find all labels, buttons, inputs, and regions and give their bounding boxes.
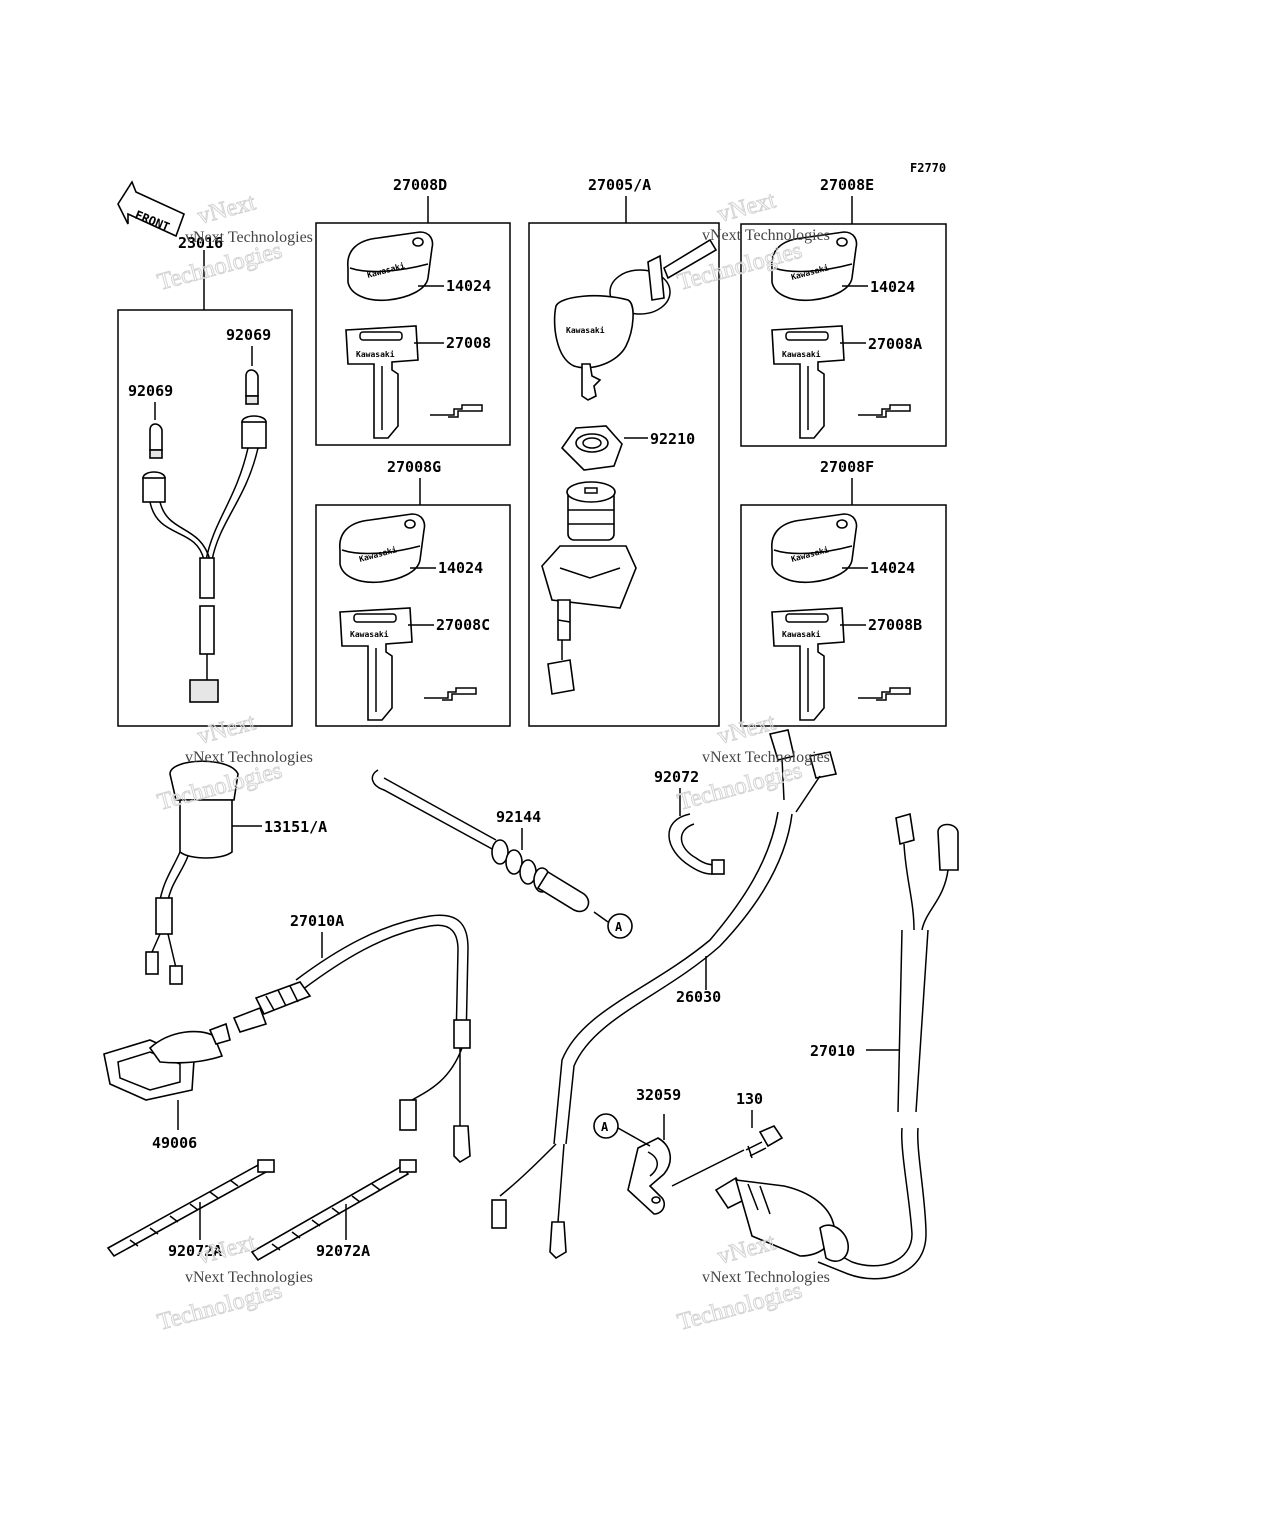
label-23016: 23016: [178, 234, 223, 252]
key-code-symbol-icon: [429, 404, 483, 418]
key-blade-icon: [345, 325, 419, 439]
reference-a-marker: [593, 1113, 619, 1139]
label-27010: 27010: [810, 1042, 855, 1060]
label-92144: 92144: [496, 808, 541, 826]
key-code-symbol-icon: [423, 687, 477, 701]
svg-text:vNext Technologies: vNext Technologies: [185, 1269, 313, 1286]
svg-text:vNext Technologies: vNext Technologies: [702, 227, 830, 244]
label-27008A: 27008A: [868, 335, 922, 353]
label-32059: 32059: [636, 1086, 681, 1104]
svg-text:vNext: vNext: [715, 709, 779, 749]
svg-text:vNext: vNext: [195, 189, 259, 229]
brand-mark: Kawasaki: [356, 349, 395, 359]
group-box-27008F: [740, 504, 947, 727]
label-130: 130: [736, 1090, 763, 1108]
label-27008G: 27008G: [387, 458, 441, 476]
label-27008: 27008: [446, 334, 491, 352]
group-box-23016: [117, 309, 293, 727]
label-13151A: 13151/A: [264, 818, 327, 836]
switch-boot-icon: [103, 1022, 231, 1101]
label-14024-d: 14024: [446, 277, 491, 295]
nut-icon: [560, 425, 623, 471]
label-14024-g: 14024: [438, 559, 483, 577]
svg-text:vNext Technologies: vNext Technologies: [185, 749, 313, 766]
ignition-switch-icon: [541, 481, 637, 695]
key-blade-icon: [771, 325, 845, 439]
label-92072A-1: 92072A: [168, 1242, 222, 1260]
front-arrow-icon: FRONT: [117, 180, 186, 238]
bracket-icon: [627, 1137, 671, 1215]
svg-text:Technologies: Technologies: [155, 1278, 285, 1336]
label-27010A: 27010A: [290, 912, 344, 930]
reference-a-label: A: [615, 920, 623, 934]
reference-a-label: A: [601, 1120, 609, 1134]
figure-code: F2770: [910, 161, 946, 175]
key-code-symbol-icon: [857, 687, 911, 701]
label-92069-b: 92069: [128, 382, 173, 400]
wire-harness-icon: [491, 729, 837, 1260]
label-92210: 92210: [650, 430, 695, 448]
switch-lead-icon: [232, 914, 471, 1164]
label-27005A: 27005/A: [588, 176, 651, 194]
cable-tie-icon: [250, 1159, 417, 1262]
watermark: vNext Technologies vNext Technologies vN…: [154, 187, 830, 1336]
label-14024-f: 14024: [870, 559, 915, 577]
key-code-symbol-icon: [857, 404, 911, 418]
bolt-icon: [745, 1125, 784, 1159]
group-box-27005A: [528, 222, 720, 727]
label-49006: 49006: [152, 1134, 197, 1152]
svg-text:vNext Technologies: vNext Technologies: [185, 229, 313, 246]
svg-text:vNext: vNext: [195, 1229, 259, 1269]
label-92072: 92072: [654, 768, 699, 786]
label-92072A-2: 92072A: [316, 1242, 370, 1260]
switch-lead-icon: [817, 812, 959, 1280]
label-27008D: 27008D: [393, 176, 447, 194]
label-27008F: 27008F: [820, 458, 874, 476]
brand-mark: Kawasaki: [782, 629, 821, 639]
label-14024-e: 14024: [870, 278, 915, 296]
ignition-key-icon: Kawasaki: [553, 238, 718, 401]
key-blade-icon: [339, 607, 413, 721]
group-box-27008E: [740, 223, 947, 447]
cable-tie-loop-icon: [668, 813, 725, 875]
cable-tie-icon: [106, 1159, 275, 1258]
lamp-housing-icon: [145, 760, 239, 985]
svg-text:vNext: vNext: [195, 709, 259, 749]
svg-text:vNext Technologies: vNext Technologies: [702, 749, 830, 766]
label-27008C: 27008C: [436, 616, 490, 634]
spring-icon: [371, 769, 590, 913]
label-27008E: 27008E: [820, 176, 874, 194]
brand-mark: Kawasaki: [350, 629, 389, 639]
group-box-27008D: [315, 222, 511, 446]
label-27008B: 27008B: [868, 616, 922, 634]
svg-text:vNext: vNext: [715, 1229, 779, 1269]
reference-a-marker: [607, 913, 633, 939]
label-26030: 26030: [676, 988, 721, 1006]
sub-harness-icon: [142, 415, 267, 703]
svg-text:vNext Technologies: vNext Technologies: [702, 1269, 830, 1286]
svg-text:vNext: vNext: [715, 187, 779, 227]
bulb-icon: [149, 423, 163, 459]
svg-text:Technologies: Technologies: [675, 758, 805, 816]
switch-body-icon: [714, 1176, 849, 1262]
group-box-27008G: [315, 504, 511, 727]
brand-mark: Kawasaki: [566, 325, 605, 335]
brand-mark: Kawasaki: [782, 349, 821, 359]
key-blade-icon: [771, 607, 845, 721]
bulb-icon: [245, 369, 259, 405]
label-92069-a: 92069: [226, 326, 271, 344]
svg-text:Technologies: Technologies: [675, 1278, 805, 1336]
